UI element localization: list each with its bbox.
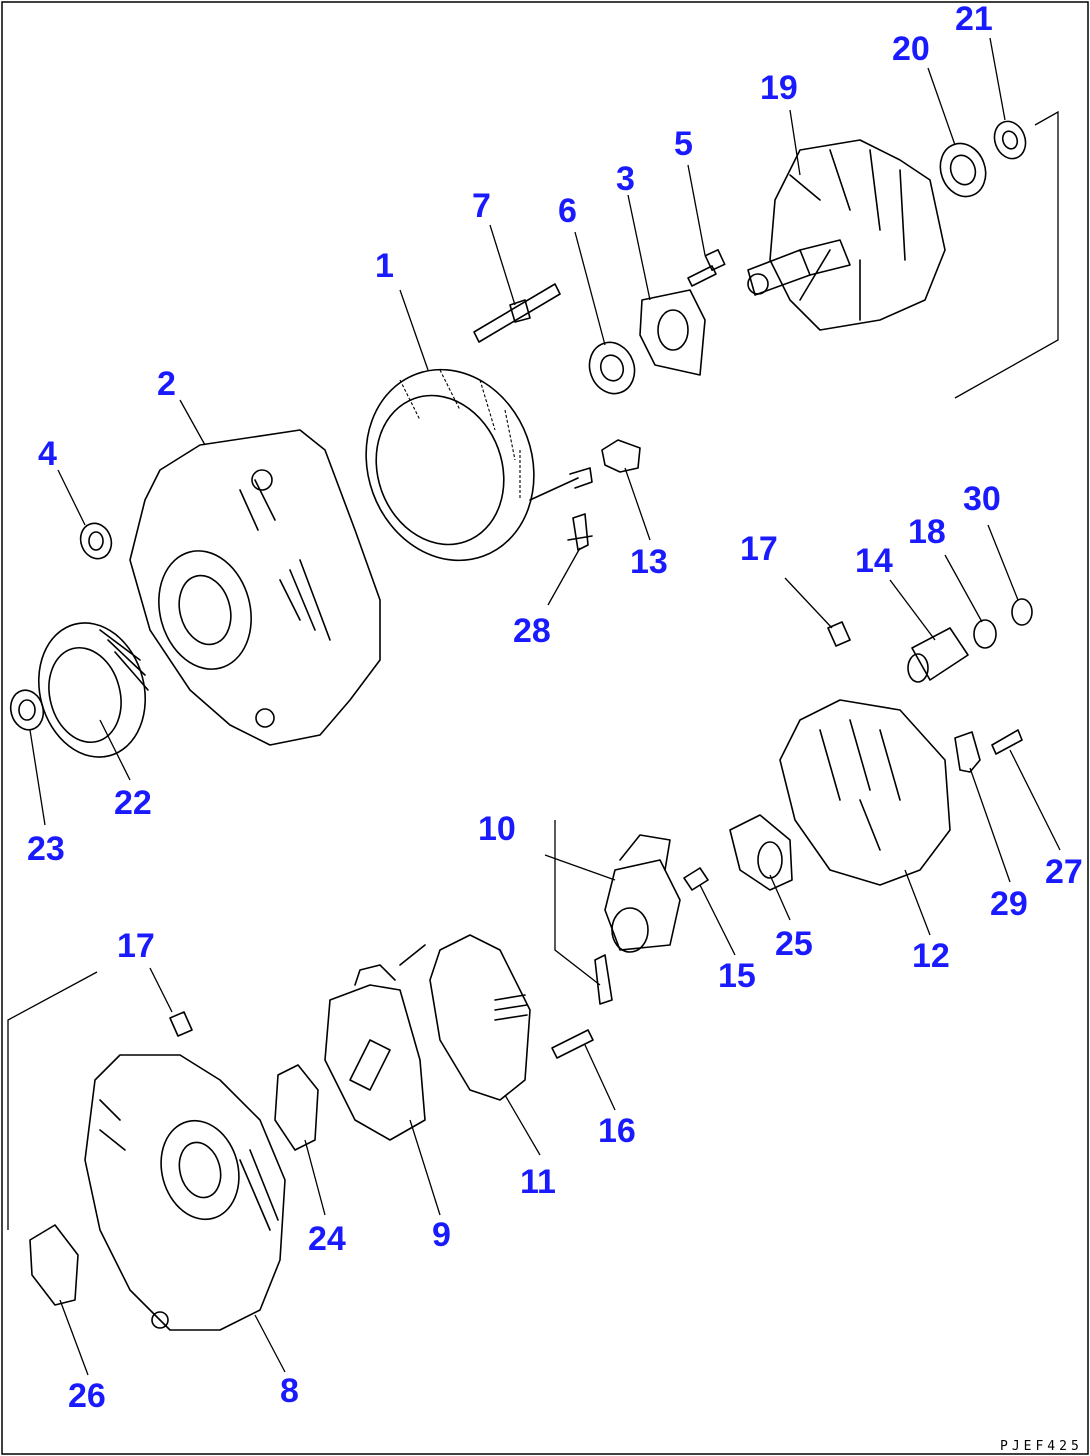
callout-22: 22 [114,784,152,822]
leader-23 [29,729,46,826]
part-bolt-5 [687,248,726,287]
leader-22 [99,719,131,781]
leader-3 [627,194,651,301]
part-gasket [274,1064,319,1151]
leader-14 [889,579,936,641]
part-nut-30 [1011,598,1033,626]
part-rear-frame [84,1054,286,1331]
part-bearing-rear [588,341,636,395]
callout-18: 18 [908,513,946,551]
part-brush-holder [429,934,531,1101]
part-insulator [601,439,641,473]
callout-23: 23 [27,830,65,868]
callout-17a: 17 [740,530,778,568]
part-stud-bolt [473,283,561,343]
callout-16: 16 [598,1112,636,1150]
part-rotor [747,139,946,331]
part-bracket [954,731,981,773]
callout-8: 8 [280,1372,299,1410]
callout-4: 4 [38,435,57,473]
callout-25: 25 [775,925,813,963]
leader-6 [574,231,606,346]
leader-18 [944,554,983,623]
leader-9 [409,1119,441,1216]
leader-4 [57,469,86,526]
leader-12 [904,869,931,936]
callout-12: 12 [912,937,950,975]
leader-1 [399,289,429,371]
callout-11: 11 [520,1163,556,1201]
leader-7 [489,224,516,306]
part-stator [365,368,593,562]
part-rear-cover [779,699,951,886]
part-washer [973,619,997,649]
leader-26 [59,1299,89,1376]
callout-10: 10 [478,810,516,848]
leader-29 [969,767,1011,883]
part-nut-4 [79,522,113,560]
part-retainer-plate [639,289,706,376]
leader-17a [784,577,833,629]
callout-26: 26 [68,1377,106,1415]
leader-5 [687,164,706,256]
callout-17b: 17 [117,927,155,965]
leader-16 [584,1044,616,1111]
leader-17b [149,967,173,1013]
callout-6: 6 [558,192,577,230]
drawing-code: PJEF425 [1000,1439,1083,1454]
leader-25 [769,874,791,921]
leader-2 [179,399,206,446]
callout-labels: 1 2 3 4 5 6 7 8 9 10 11 12 13 14 15 16 1… [27,0,1083,1415]
callout-5: 5 [674,125,693,163]
part-terminal-cover [729,814,793,891]
leader-19 [789,109,801,176]
leader-28 [547,547,581,606]
part-pulley [37,622,149,758]
part-spacer [993,120,1027,160]
callout-9: 9 [432,1216,451,1254]
callout-1: 1 [375,247,394,285]
part-insulator-17-lower [169,1011,193,1037]
callout-14: 14 [855,542,893,580]
part-regulator [554,820,681,1005]
callout-28: 28 [513,612,551,650]
callout-7: 7 [472,187,491,225]
part-drive-end-frame [129,429,381,746]
leader-10 [544,854,616,881]
leader-8 [254,1314,286,1373]
callout-3: 3 [616,160,635,198]
leader-20 [927,67,956,146]
callout-13: 13 [630,543,668,581]
group-bracket-rear [7,971,98,1230]
callout-24: 24 [308,1220,346,1258]
part-seal [29,1224,79,1306]
leader-21 [989,37,1006,121]
callout-30: 30 [963,480,1001,518]
callout-15: 15 [718,957,756,995]
callout-27: 27 [1045,853,1083,891]
callout-29: 29 [990,885,1028,923]
part-screw-16 [551,1029,594,1059]
part-bearing-front [939,142,987,198]
leader-24 [304,1139,326,1216]
part-screw-15 [683,867,709,891]
part-bolt-27 [991,729,1023,755]
part-rectifier [324,944,426,1141]
leader-30 [987,524,1019,601]
callout-20: 20 [892,30,930,68]
part-insulator-17-upper [827,621,851,647]
leader-13 [624,467,651,541]
callout-2: 2 [157,365,176,403]
leader-27 [1009,749,1061,851]
group-bracket-rotor [954,110,1059,399]
callout-19: 19 [760,69,798,107]
part-terminal-bolt [567,513,593,551]
callout-21: 21 [955,0,993,38]
leader-15 [699,884,736,956]
leader-11 [504,1094,541,1156]
part-nut-23 [9,689,45,731]
part-bushing [907,627,969,683]
